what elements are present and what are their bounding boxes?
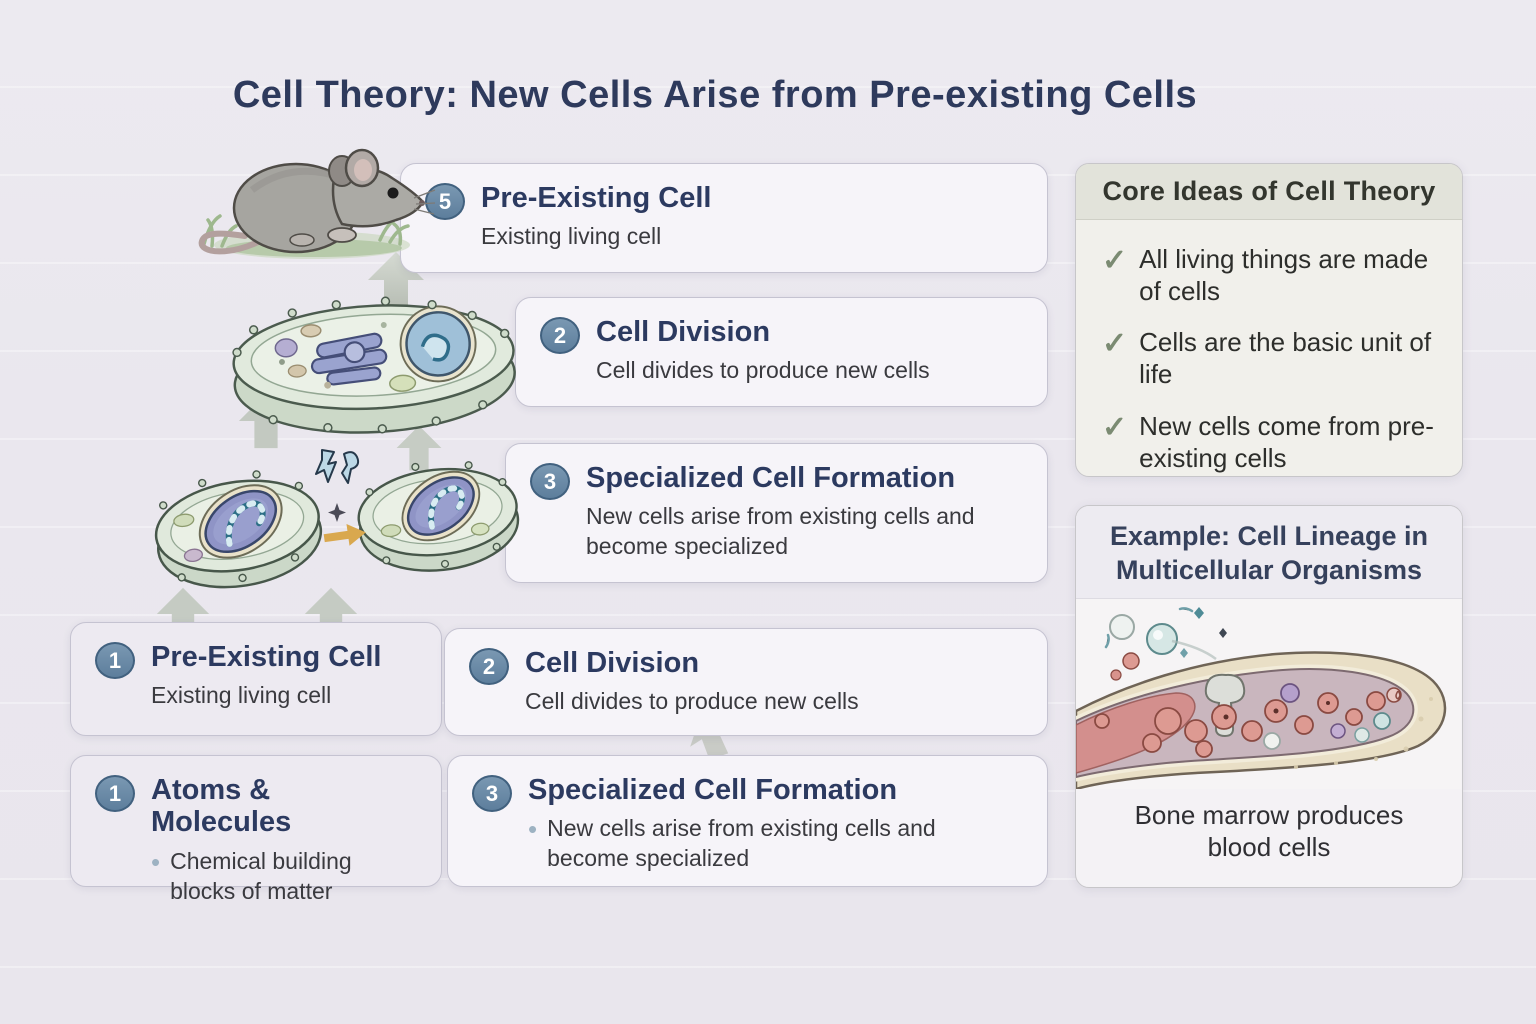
core-idea-text: Cells are the basic unit of life [1139, 327, 1432, 390]
step-title: Atoms & Molecules [151, 774, 292, 839]
core-idea-item: ✓ All living things are made of cells [1102, 244, 1438, 307]
core-ideas-title: Core Ideas of Cell Theory [1076, 164, 1462, 220]
step-box-1-atoms-molecules: 1 Atoms & Molecules • Chemical building … [70, 755, 442, 904]
core-ideas-panel: Core Ideas of Cell Theory ✓ All living t… [1075, 163, 1463, 477]
check-icon: ✓ [1102, 327, 1128, 361]
core-idea-item: ✓ Cells are the basic unit of life [1102, 327, 1438, 390]
step-badge-2: 2 [540, 317, 580, 354]
step-badge-1: 1 [95, 642, 135, 679]
bullet-icon: • [151, 846, 161, 877]
step-box-5-pre-existing-cell: 5 Pre-Existing Cell Existing living cell [400, 163, 1048, 273]
step-box-1-pre-existing-cell: 1 Pre-Existing Cell Existing living cell [70, 622, 442, 736]
step-desc: New cells arise from existing cells and … [547, 815, 936, 872]
up-arrow-box1-to-cells-left [156, 587, 210, 641]
up-arrow-right-daughter-to-parent [396, 425, 442, 471]
step-box-3-specialized-formation: 3 Specialized Cell Formation New cells a… [505, 443, 1048, 583]
example-title: Example: Cell Lineage in Multicellular O… [1076, 506, 1462, 599]
check-icon: ✓ [1102, 244, 1128, 277]
up-arrow-box1-to-cells-right [304, 587, 358, 641]
core-idea-text: All living things are made of cells [1139, 244, 1429, 306]
bone-marrow-illustration [1076, 598, 1461, 789]
daughter-cell-left-illustration [154, 470, 323, 589]
step-box-3-specialized-formation-lower: 3 Specialized Cell Formation • New cells… [447, 755, 1048, 887]
daughter-cell-right-illustration [357, 461, 520, 572]
core-ideas-list: ✓ All living things are made of cells ✓ … [1076, 220, 1462, 474]
mouse-illustration [198, 148, 435, 259]
step-desc: Chemical building blocks of matter [170, 847, 352, 904]
step-desc: Cell divides to produce new cells [596, 357, 930, 384]
step-badge-3: 3 [472, 775, 512, 812]
step-badge-3: 3 [530, 463, 570, 500]
step-title: Pre-Existing Cell [151, 641, 382, 673]
step-title: Cell Division [525, 647, 700, 679]
bullet-icon: • [528, 814, 538, 845]
step-desc: Existing living cell [151, 682, 332, 709]
specialization-arrow-icon [323, 503, 366, 546]
step-title: Specialized Cell Formation [528, 774, 898, 806]
step-title: Specialized Cell Formation [586, 462, 956, 494]
step-desc: New cells arise from existing cells and … [586, 503, 975, 560]
step-title: Cell Division [596, 316, 771, 348]
step-desc: Cell divides to produce new cells [525, 688, 859, 715]
parent-cell-illustration [232, 296, 516, 434]
step-desc: Existing living cell [481, 223, 662, 250]
core-idea-text: New cells come from pre-existing cells [1139, 410, 1434, 473]
division-split-icon [315, 449, 360, 484]
up-arrow-left-daughter-to-parent [238, 393, 294, 449]
step-box-2-cell-division-lower: 2 Cell Division Cell divides to produce … [444, 628, 1048, 736]
step-box-2-cell-division: 2 Cell Division Cell divides to produce … [515, 297, 1048, 407]
step-badge-5: 5 [425, 183, 465, 220]
step-badge-2: 2 [469, 648, 509, 685]
core-idea-item: ✓ New cells come from pre-existing cells [1102, 411, 1438, 474]
page-title: Cell Theory: New Cells Arise from Pre-ex… [232, 74, 1198, 116]
check-icon: ✓ [1102, 410, 1128, 444]
example-panel: Example: Cell Lineage in Multicellular O… [1075, 505, 1463, 888]
step-title: Pre-Existing Cell [481, 182, 712, 214]
step-badge-1: 1 [95, 775, 135, 812]
example-caption: Bone marrow produces blood cells [1134, 799, 1404, 863]
